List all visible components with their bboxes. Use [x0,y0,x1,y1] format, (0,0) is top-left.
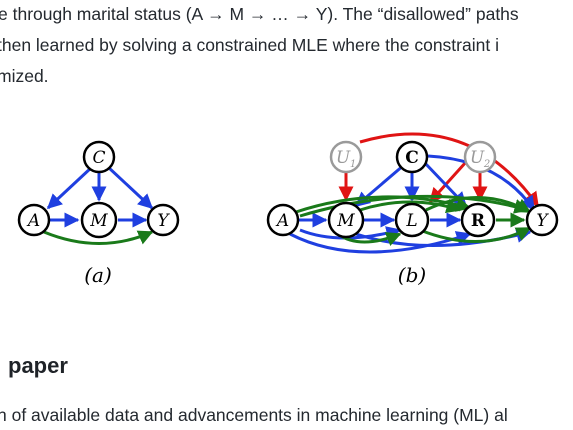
node-l-label: L [405,211,417,231]
node-r [460,202,496,238]
edge-l-y-g2 [425,196,532,214]
section-heading: paper [8,353,68,378]
edge-c-y [106,165,154,210]
caption-a: (a) [84,263,112,287]
node-u1 [329,140,363,174]
edge-l-y-g [419,226,532,243]
node-a-b-label: A [275,211,289,231]
node-a [17,203,51,237]
edge-c-a [46,165,94,210]
edge-m-r-g [359,198,462,214]
node-l [394,202,430,238]
node-y [146,203,180,237]
node-c [82,140,116,174]
edge-a-y-g [299,194,530,218]
paragraph-line-3: mized. [0,66,49,86]
node-u2 [463,140,497,174]
node-c-b-label: C [405,148,419,168]
edge-a-r [289,231,472,254]
node-y-b [525,203,559,237]
node-a-label: A [26,211,40,231]
edge-u1-y [359,132,540,208]
paragraph-line-1: e through marital status (A → M → … → Y)… [0,4,519,24]
node-u2-label: U [470,148,485,168]
node-a-b [266,203,300,237]
node-c-b [395,140,429,174]
node-u1-label: U [336,148,351,168]
node-m-b-label: M [336,211,355,231]
caption-b: (b) [398,263,426,287]
node-u1-sub: 1 [350,159,356,170]
edge-a-y [43,230,154,245]
node-m-b [327,201,365,239]
node-m-label: M [89,211,108,231]
node-m [80,201,118,239]
node-r-label: R [471,211,486,231]
paragraph-line-2: then learned by solving a constrained ML… [0,35,499,55]
node-u2-sub: 2 [483,159,490,170]
causal-graph-figure: C A M Y (a) U [17,132,559,287]
panel-a: C A M Y (a) [17,140,180,287]
panel-b: U 1 C U 2 A M L R Y (b) [266,132,559,287]
node-y-b-label: Y [536,211,549,231]
node-c-label: C [92,148,105,168]
node-y-label: Y [157,211,170,231]
paragraph2-line-1: n of available data and advancements in … [0,405,508,425]
